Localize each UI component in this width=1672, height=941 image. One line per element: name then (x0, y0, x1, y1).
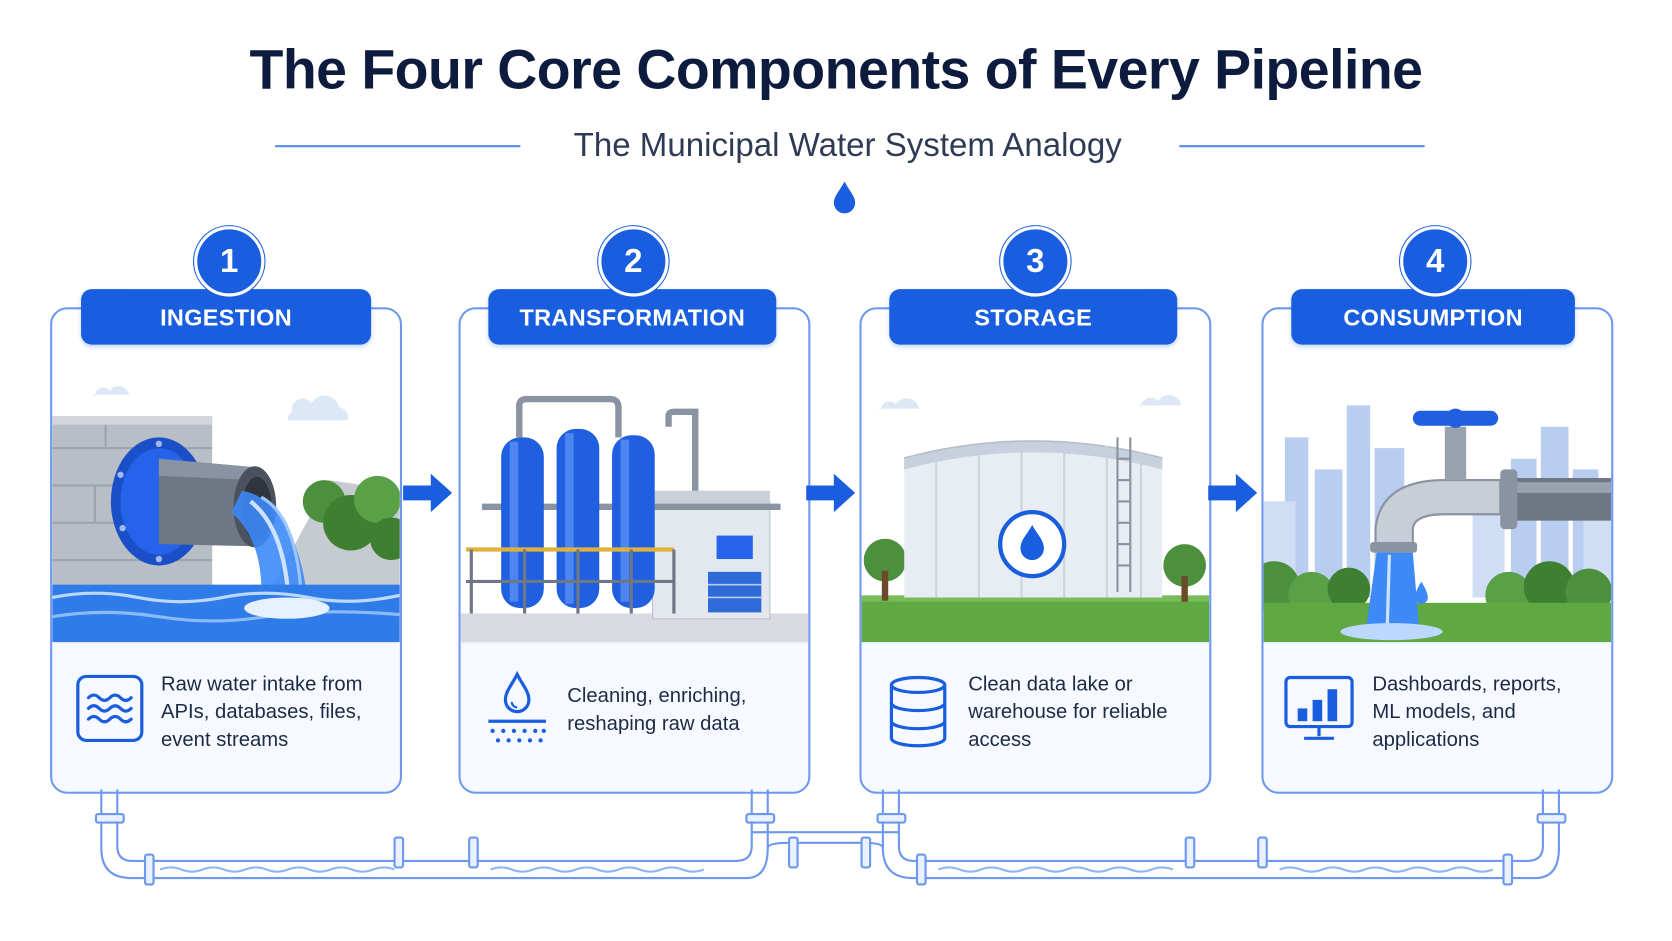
stage-description: Cleaning, enriching, reshaping raw data (567, 684, 747, 736)
page-title: The Four Core Components of Every Pipeli… (249, 39, 1423, 102)
subtitle-rule-right (1179, 145, 1425, 148)
treatment-plant-illustration (460, 309, 809, 643)
intake-pipe-illustration (52, 309, 400, 643)
stage-text-area (460, 642, 809, 792)
step-number-badge: 4 (1400, 226, 1471, 297)
connecting-pipeline (94, 789, 1567, 886)
stage-description: Dashboards, reports, ML models, and appl… (1372, 673, 1562, 752)
stage-card-storage: Clean data lake or warehouse for reliabl… (859, 307, 1212, 794)
arrow-right-icon (403, 473, 453, 513)
stage-description: Clean data lake or warehouse for reliabl… (968, 673, 1168, 752)
waves-icon (76, 674, 144, 743)
city-faucet-illustration (1263, 309, 1612, 643)
subtitle-rule-left (275, 145, 521, 148)
dashboard-chart-icon (1284, 675, 1354, 740)
stage-label-storage: STORAGE (889, 289, 1178, 345)
filter-drop-icon (488, 670, 546, 743)
storage-tank-illustration (861, 309, 1210, 643)
stage-text-area (861, 642, 1210, 792)
step-number-badge: 2 (598, 226, 669, 297)
stage-card-consumption: Dashboards, reports, ML models, and appl… (1261, 307, 1614, 794)
page-subtitle: The Municipal Water System Analogy (573, 125, 1122, 164)
step-number-badge: 1 (194, 226, 265, 297)
arrow-right-icon (806, 473, 856, 513)
stage-description: Raw water intake from APIs, databases, f… (161, 673, 363, 752)
stage-label-transformation: TRANSFORMATION (488, 289, 777, 345)
stage-label-consumption: CONSUMPTION (1291, 289, 1575, 345)
database-icon (889, 675, 947, 748)
stage-label-ingestion: INGESTION (81, 289, 372, 345)
step-number-badge: 3 (1000, 226, 1071, 297)
arrow-right-icon (1208, 473, 1258, 513)
stage-card-transformation: Cleaning, enriching, reshaping raw data (458, 307, 811, 794)
water-drop-icon (833, 181, 856, 214)
stage-card-ingestion: Raw water intake from APIs, databases, f… (50, 307, 402, 794)
